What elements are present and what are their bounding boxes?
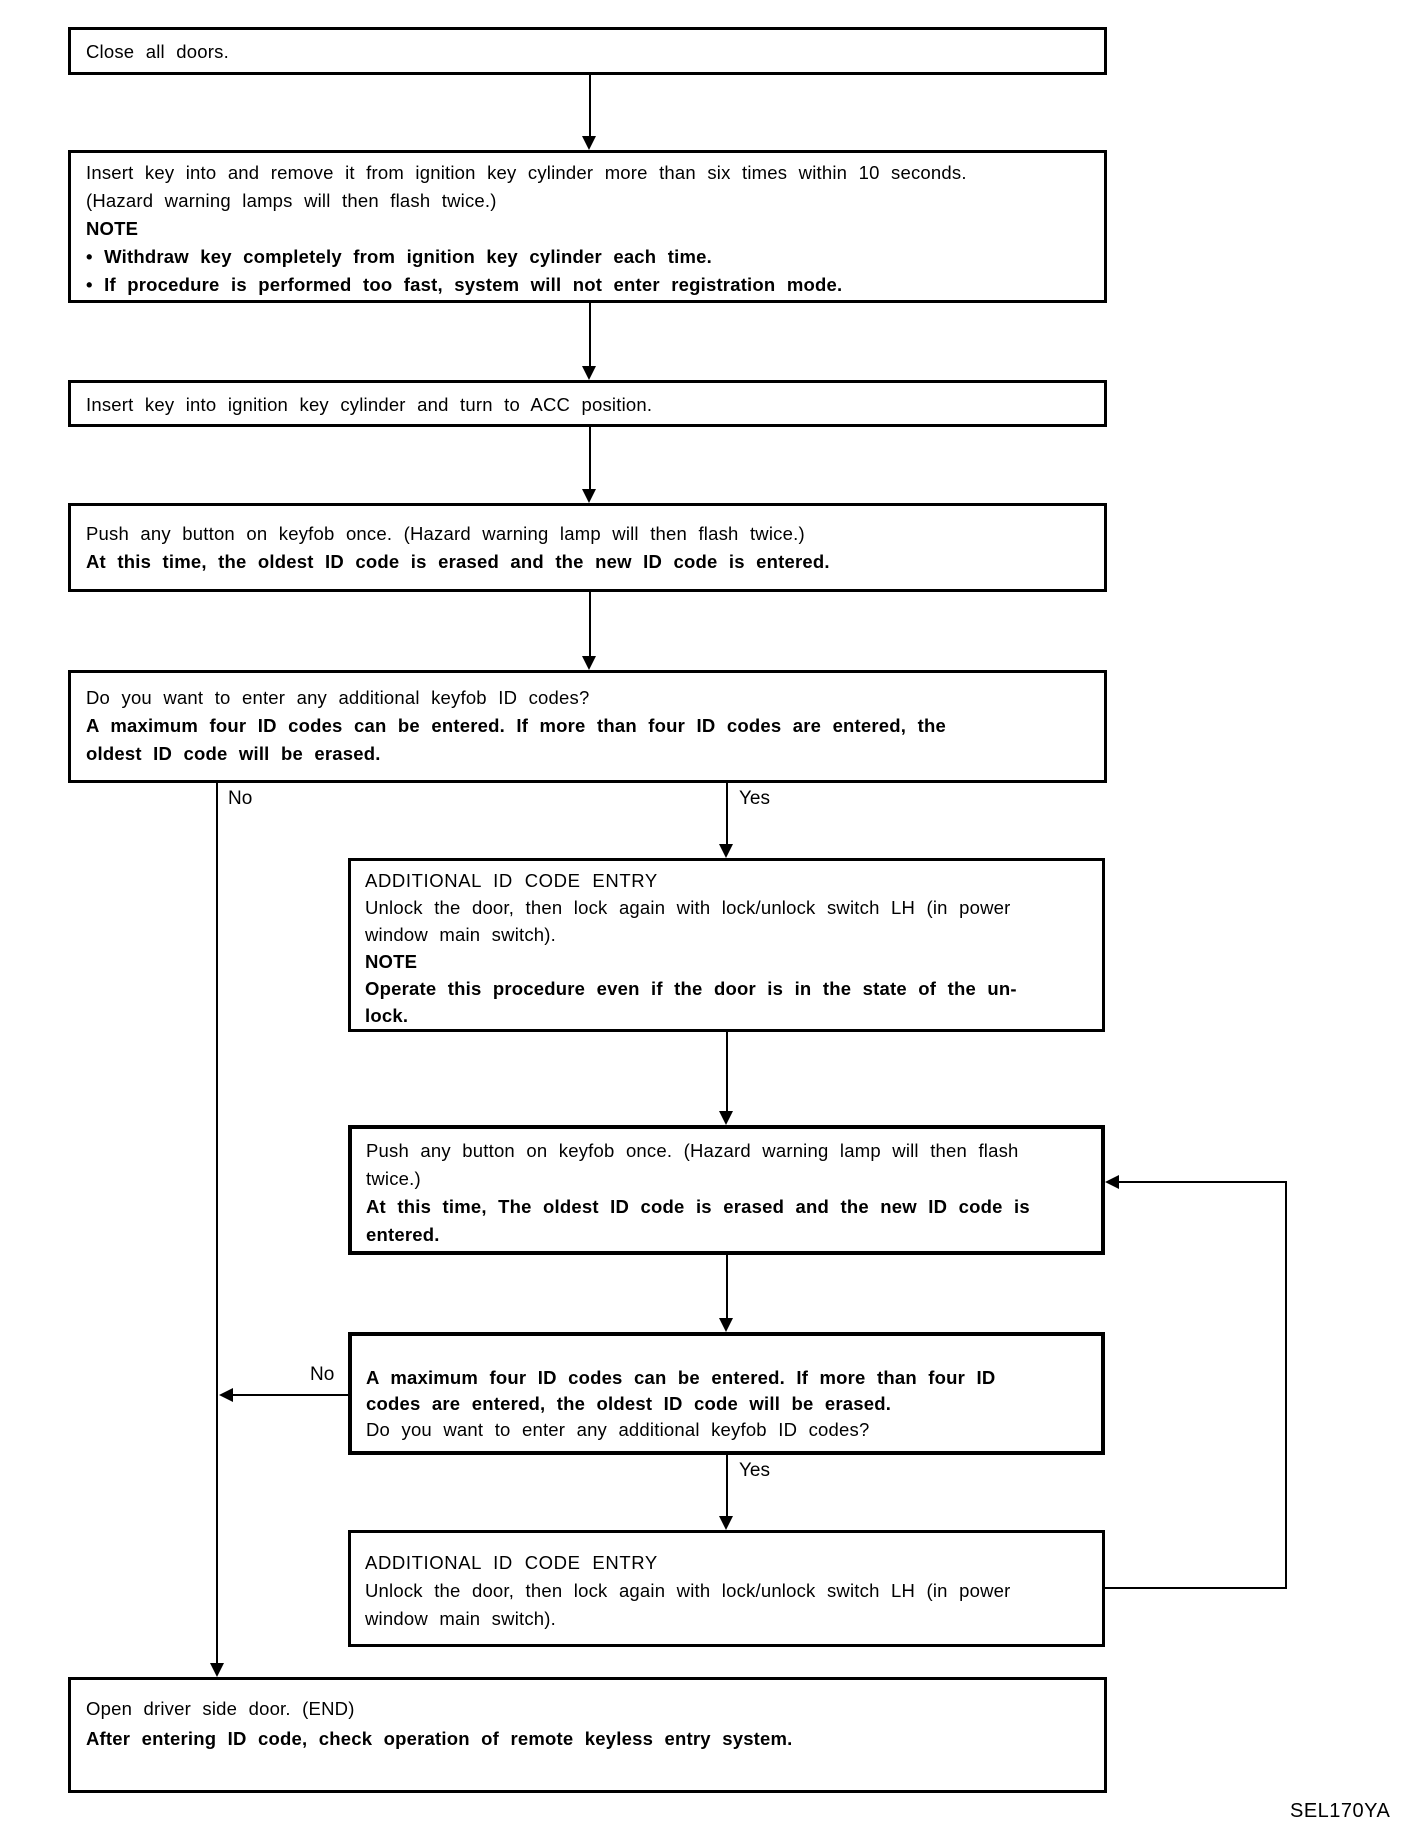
box-text-line: ADDITIONAL ID CODE ENTRY	[365, 1552, 658, 1573]
box-text-line: NOTE	[86, 218, 139, 239]
box-text-line: Push any button on keyfob once. (Hazard …	[86, 523, 805, 544]
flow-box-insert-remove-key: Insert key into and remove it from ignit…	[68, 150, 1107, 303]
flow-box-close-doors: Close all doors.	[68, 27, 1107, 75]
box-text-line: Do you want to enter any additional keyf…	[86, 687, 590, 708]
connector-yes-branch-1	[726, 783, 728, 844]
connector-no-branch-2	[233, 1394, 348, 1396]
box-text-line: At this time, the oldest ID code is eras…	[86, 551, 830, 572]
box-text-line: After entering ID code, check operation …	[86, 1728, 793, 1749]
branch-label-yes-2: Yes	[737, 1460, 772, 1482]
box-text-line: entered.	[366, 1224, 440, 1245]
flow-box-push-button-keyfob: Push any button on keyfob once. (Hazard …	[68, 503, 1107, 592]
arrowhead-down-icon	[719, 1516, 733, 1530]
connector-no-branch	[216, 783, 218, 1663]
branch-label-no: No	[226, 788, 255, 810]
arrowhead-left-icon	[1105, 1175, 1119, 1189]
arrowhead-down-icon	[582, 489, 596, 503]
arrowhead-down-icon	[719, 1318, 733, 1332]
connector-yes-branch-2	[726, 1455, 728, 1516]
box-text-line: Insert key into ignition key cylinder an…	[86, 394, 653, 415]
feedback-loop-right	[1285, 1181, 1287, 1589]
branch-label-no-2: No	[308, 1364, 337, 1386]
box-text-line: At this time, The oldest ID code is eras…	[366, 1196, 1030, 1217]
arrowhead-down-icon	[582, 366, 596, 380]
box-text-line: Unlock the door, then lock again with lo…	[365, 1580, 1011, 1601]
box-text-line: lock.	[365, 1005, 409, 1026]
flow-box-push-button-keyfob-2: Push any button on keyfob once. (Hazard …	[348, 1125, 1105, 1255]
box-text-line: twice.)	[366, 1168, 421, 1189]
box-text-line: Operate this procedure even if the door …	[365, 978, 1017, 999]
box-text-line: codes are entered, the oldest ID code wi…	[366, 1393, 892, 1414]
connector-1-2	[589, 75, 591, 137]
flow-box-insert-key-acc: Insert key into ignition key cylinder an…	[68, 380, 1107, 427]
connector-3-4	[589, 427, 591, 489]
box-text-line: • Withdraw key completely from ignition …	[86, 246, 712, 267]
arrowhead-left-icon	[219, 1388, 233, 1402]
flow-box-additional-codes-question-2: A maximum four ID codes can be entered. …	[348, 1332, 1105, 1455]
feedback-loop-bottom	[1102, 1587, 1287, 1589]
connector-7-8	[726, 1255, 728, 1318]
box-text-line: Do you want to enter any additional keyf…	[366, 1419, 870, 1440]
box-text-line: Push any button on keyfob once. (Hazard …	[366, 1140, 1019, 1161]
box-text-line: • If procedure is performed too fast, sy…	[86, 274, 843, 295]
box-text-line: A maximum four ID codes can be entered. …	[86, 715, 946, 736]
arrowhead-down-icon	[719, 844, 733, 858]
branch-label-yes: Yes	[737, 788, 772, 810]
flow-box-additional-codes-question: Do you want to enter any additional keyf…	[68, 670, 1107, 783]
connector-2-3	[589, 303, 591, 366]
box-text-line: oldest ID code will be erased.	[86, 743, 381, 764]
arrowhead-down-icon	[582, 656, 596, 670]
connector-4-5	[589, 592, 591, 656]
connector-6-7	[726, 1032, 728, 1111]
flow-box-additional-id-code-entry-1: ADDITIONAL ID CODE ENTRY Unlock the door…	[348, 858, 1105, 1032]
box-text-line: NOTE	[365, 951, 418, 972]
box-text-line: Unlock the door, then lock again with lo…	[365, 897, 1011, 918]
box-text-line: window main switch).	[365, 1608, 556, 1629]
arrowhead-down-icon	[719, 1111, 733, 1125]
box-text-line: Close all doors.	[86, 41, 229, 62]
arrowhead-down-icon	[210, 1663, 224, 1677]
flow-box-open-door-end: Open driver side door. (END) After enter…	[68, 1677, 1107, 1793]
arrowhead-down-icon	[582, 136, 596, 150]
box-text-line: Insert key into and remove it from ignit…	[86, 162, 967, 183]
box-text-line: ADDITIONAL ID CODE ENTRY	[365, 870, 658, 891]
box-text-line: window main switch).	[365, 924, 556, 945]
figure-id-label: SEL170YA	[1290, 1800, 1391, 1822]
feedback-loop-top	[1119, 1181, 1287, 1183]
flow-box-additional-id-code-entry-2: ADDITIONAL ID CODE ENTRY Unlock the door…	[348, 1530, 1105, 1647]
box-text-line: Open driver side door. (END)	[86, 1698, 355, 1719]
box-text-line: A maximum four ID codes can be entered. …	[366, 1367, 996, 1388]
box-text-line: (Hazard warning lamps will then flash tw…	[86, 190, 497, 211]
